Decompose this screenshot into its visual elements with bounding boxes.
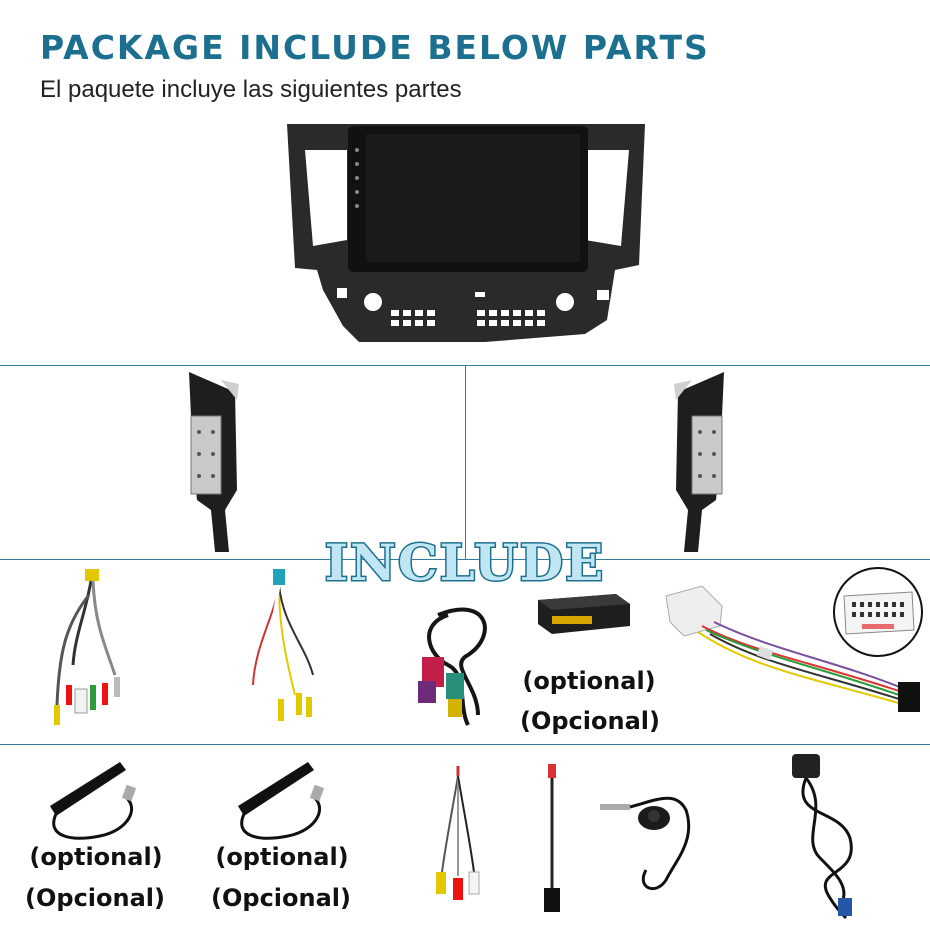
antenna2-caption-es: (Opcional) (211, 884, 351, 912)
antenna1-caption-en: (optional) (29, 843, 163, 871)
decoder-caption-en: (optional) (522, 667, 656, 695)
include-banner-text: INCLUDE (325, 533, 605, 592)
antenna1-caption-es: (Opcional) (25, 884, 165, 912)
4g-antenna-b-image (228, 756, 348, 846)
4g-antenna-a-image (40, 756, 160, 846)
decoder-caption-es: (Opcional) (520, 707, 660, 735)
connector-closeup-image (832, 566, 924, 658)
power-harness-image (662, 582, 926, 722)
gps-antenna-image (780, 748, 870, 923)
divider-middle (0, 559, 930, 560)
page-title: PACKAGE INCLUDE BELOW PARTS (40, 28, 710, 67)
bracket-left-image (185, 370, 245, 555)
rca-harness-a-image (45, 565, 135, 740)
antenna2-caption-en: (optional) (215, 843, 349, 871)
fm-adapter-image (538, 760, 568, 920)
include-banner: INCLUDE (310, 528, 620, 594)
rca-harness-b-image (235, 565, 325, 740)
rca-cable-image (428, 762, 488, 917)
usb-cable-image (408, 595, 498, 735)
divider-center (465, 365, 466, 560)
divider-bottom (0, 744, 930, 745)
head-unit-image (285, 120, 647, 350)
microphone-image (596, 780, 706, 900)
bracket-right-image (668, 370, 728, 555)
page-subtitle: El paquete incluye las siguientes partes (40, 76, 462, 103)
canbus-decoder-image (534, 590, 634, 640)
